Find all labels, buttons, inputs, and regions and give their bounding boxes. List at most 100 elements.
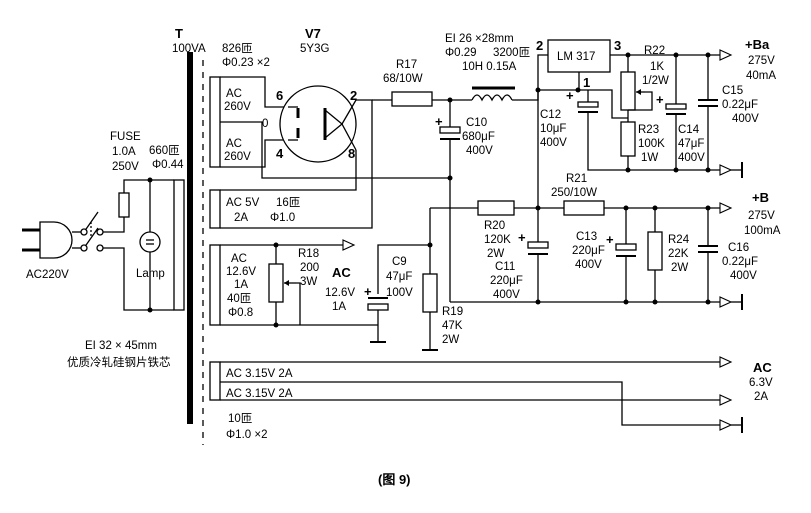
r20 [477,200,515,216]
tube-pin2: 2 [350,88,357,103]
transformer-label: T [175,26,183,41]
r24-value: 22K [668,248,689,260]
c12-label: C12 [540,109,561,121]
hv-wire-bottom [220,139,288,168]
hv-wire: Φ0.23 ×2 [222,57,270,69]
transformer-power: 100VA [172,43,206,55]
r22-watt: 1/2W [642,75,669,87]
r19-watt: 2W [442,334,459,346]
c15-value: 0.22μF [722,99,758,111]
r24-watt: 2W [671,262,688,274]
lm317-pin2: 2 [536,38,543,53]
r17-label: R17 [396,59,417,71]
hv-winding [209,76,221,168]
r18-watt: 3W [300,276,317,288]
c15-voltage: 400V [732,113,759,125]
fil2-label: AC 3.15V 2A [226,388,293,400]
r18-value: 200 [300,262,319,274]
bias-ac: AC [231,253,247,265]
r22-label: R22 [644,45,665,57]
svg-text:+: + [656,92,664,107]
r19-label: R19 [442,306,463,318]
lm317-pin1: 1 [583,75,590,90]
rect-heater-winding [209,189,221,229]
r19-value: 47K [442,320,463,332]
rect-heater-turns: 16匝 [276,197,300,209]
fuse-voltage: 250V [112,161,139,173]
lamp [139,231,161,253]
c14-value: 47μF [678,138,704,150]
r17-value: 68/10W [383,73,423,85]
bias-out-ac: AC [332,265,351,280]
svg-text:+: + [606,232,614,247]
tube-type: 5Y3G [300,43,329,55]
svg-text:+: + [566,88,574,103]
r22-pot [620,71,636,111]
core-spec: EI 32 × 45mm [85,340,157,352]
tube-pin4: 4 [276,146,284,161]
r23 [620,121,636,157]
lm317-label: LM 317 [557,51,595,63]
c9-voltage: 100V [386,287,413,299]
b-arrow [719,202,733,214]
r19 [422,273,438,313]
fil1-label: AC 3.15V 2A [226,368,293,380]
heater-wire: Φ1.0 ×2 [226,429,267,441]
filament-winding [209,361,221,401]
c9-top-wire [377,208,431,294]
hv2-v: 260V [224,151,251,163]
r23-value: 100K [638,138,665,150]
r23-watt: 1W [641,152,658,164]
choke-value: 10H 0.15A [462,61,517,73]
r20-watt: 2W [487,248,504,260]
r24 [647,231,663,271]
hv1-v: 260V [224,101,251,113]
b-label: +B [752,190,769,205]
c13-label: C13 [576,231,597,243]
c12-voltage: 400V [540,137,567,149]
tube-pin8: 8 [348,146,355,161]
ground-arrow-1 [719,164,733,176]
svg-text:+: + [435,114,443,129]
lamp-label: Lamp [136,268,165,280]
primary-winding [173,179,185,311]
fil-wire-3 [220,381,720,426]
c9-label: C9 [392,256,407,268]
figure-caption: (图 9) [378,472,411,487]
bias-wire: Φ0.8 [228,307,253,319]
b-voltage: 275V [748,210,775,222]
heater-wire-b [220,99,373,229]
heater-wire-a [220,150,357,191]
r18-pot [268,263,284,303]
r18-label: R18 [298,248,319,260]
tube-pin6: 6 [276,88,283,103]
b-current: 100mA [744,225,781,237]
bias-v: 12.6V [226,266,256,278]
r24-label: R24 [668,234,690,246]
choke-inductor [471,94,513,102]
r23-label: R23 [638,124,659,136]
fuse-label: FUSE [110,131,141,143]
c10-value: 680μF [462,131,495,143]
primary-turns: 660匝 [149,145,180,157]
c16-voltage: 400V [730,270,757,282]
choke-out-wire [512,54,548,101]
hv-turns: 826匝 [222,43,253,55]
core-material: 优质冷轧硅钢片铁芯 [67,355,171,369]
hv-center-label: 0 [262,118,268,130]
ground-arrow-2 [719,296,733,308]
c10-voltage: 400V [466,145,493,157]
rectifier-tube [279,85,357,163]
r21-label: R21 [566,173,587,185]
ac-out-v: 6.3V [749,377,773,389]
c15-label: C15 [722,85,743,97]
transformer-core [187,52,193,424]
r22-value: 1K [650,61,664,73]
c14-voltage: 400V [678,152,705,164]
hv-wire-top [220,76,288,108]
primary-wire: Φ0.44 [152,159,184,171]
hv1-ac: AC [226,88,242,100]
r20-label: R20 [484,220,505,232]
choke-turns: 3200匝 [493,47,530,59]
bias-winding [209,244,221,326]
